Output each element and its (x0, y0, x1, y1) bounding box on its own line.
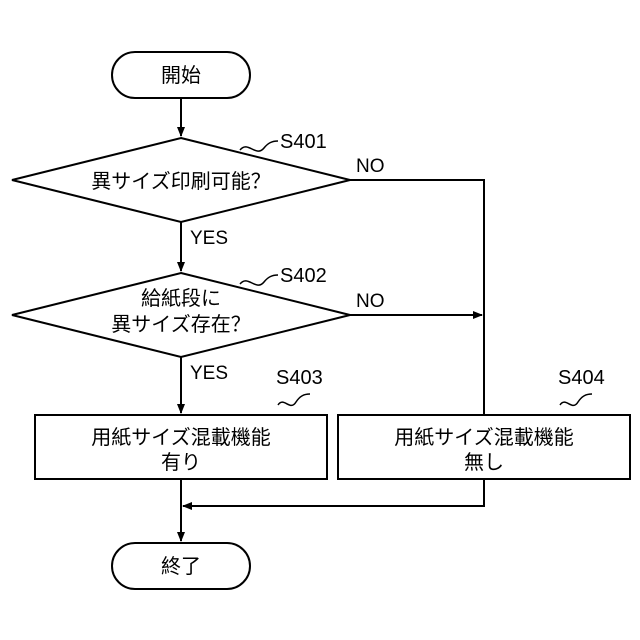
process-s404-label-line2: 無し (464, 450, 504, 474)
process-s403-label-line2: 有り (161, 450, 201, 474)
start-terminal: 開始 (112, 52, 250, 98)
edge-label-s401-no: NO (356, 156, 385, 177)
process-s404: 用紙サイズ混載機能 無し (338, 415, 630, 479)
edge-s404-merge (183, 479, 484, 506)
s402-leader (240, 275, 278, 285)
s401-leader (240, 141, 278, 151)
step-label-s401: S401 (280, 131, 327, 153)
step-label-s404: S404 (558, 367, 605, 389)
decision-s401-label: 異サイズ印刷可能？ (91, 169, 270, 193)
process-s403: 用紙サイズ混載機能 有り (35, 415, 327, 479)
end-terminal: 終了 (112, 543, 250, 589)
step-label-s403: S403 (276, 367, 323, 389)
edge-label-s402-no: NO (356, 291, 385, 312)
s403-leader (278, 394, 310, 405)
start-label: 開始 (161, 63, 201, 87)
end-label: 終了 (161, 554, 201, 578)
decision-s402-label-line2: 異サイズ存在？ (111, 312, 250, 336)
edge-label-s401-yes: YES (190, 228, 228, 249)
step-label-s402: S402 (280, 265, 327, 287)
process-s403-label-line1: 用紙サイズ混載機能 (91, 425, 270, 449)
edge-label-s402-yes: YES (190, 363, 228, 384)
process-s404-label-line1: 用紙サイズ混載機能 (394, 425, 573, 449)
decision-s402-label-line1: 給紙段に (141, 286, 221, 310)
s404-leader (560, 394, 592, 405)
